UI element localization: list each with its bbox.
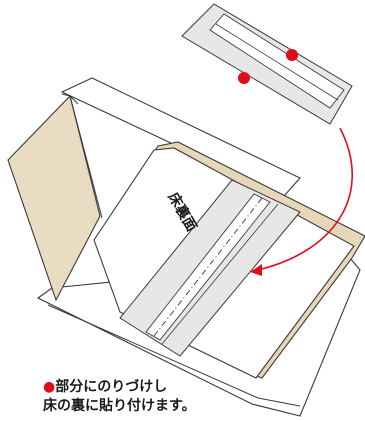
mounted-strip-fold <box>161 203 279 345</box>
side-wall-edge <box>69 95 103 219</box>
loose-strip-fold <box>215 23 339 101</box>
base-plate-edge <box>47 304 301 407</box>
glue-marker-icon: ● <box>43 379 56 395</box>
attach-arrowhead <box>250 264 262 276</box>
instruction-caption: ●部分にのりづけし 床の裏に貼り付けます。 <box>43 378 343 416</box>
loose-strip-inner <box>209 13 345 109</box>
glue-dot-1 <box>286 49 298 61</box>
side-wall <box>7 94 101 302</box>
glue-dot-2 <box>238 72 250 84</box>
instruction-line-2: 床の裏に貼り付けます。 <box>43 398 196 414</box>
attach-arrow <box>257 127 354 271</box>
mounted-strip-centerline <box>153 197 263 337</box>
instruction-line-1: 部分にのりづけし <box>55 379 168 395</box>
